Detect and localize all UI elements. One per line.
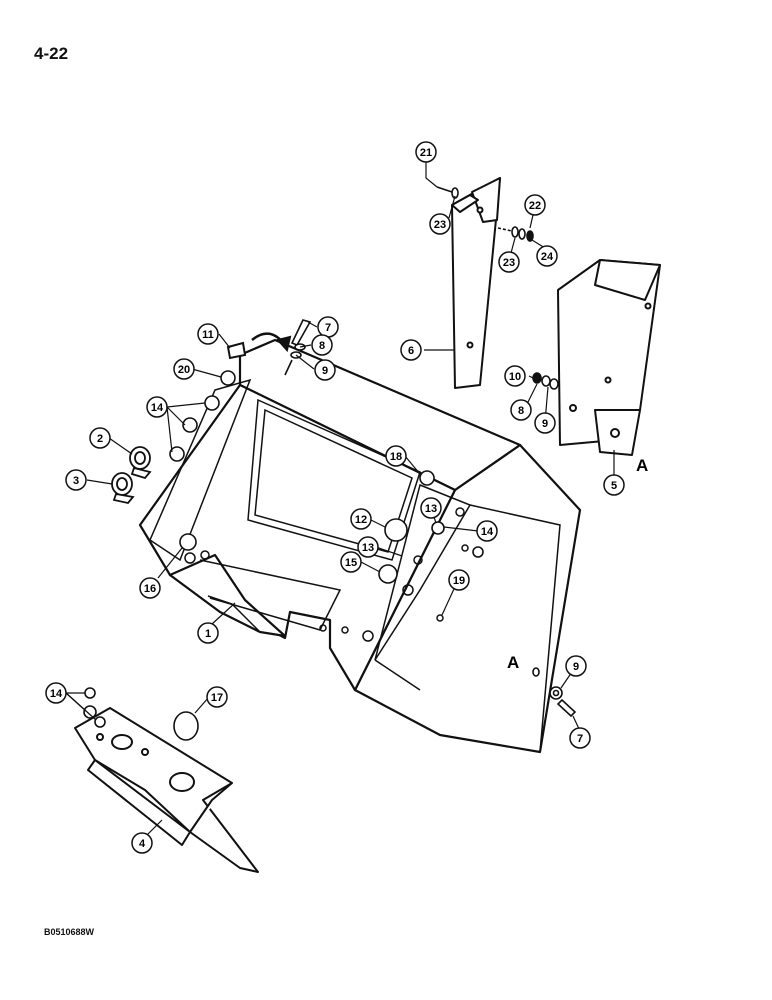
callout-5: 5 <box>611 480 617 492</box>
callout-22: 22 <box>529 200 541 212</box>
callout-circles <box>45 141 625 854</box>
reference-letter-a-bracket: A <box>636 456 648 475</box>
callout-20: 20 <box>178 364 190 376</box>
callout-8-top: 8 <box>319 340 325 352</box>
callout-13-upper: 13 <box>425 503 437 515</box>
callout-23-upper: 23 <box>434 219 446 231</box>
callout-24: 24 <box>541 251 554 263</box>
figure-code: B0510688W <box>44 927 95 937</box>
callout-6: 6 <box>408 345 414 357</box>
gauges <box>111 446 152 504</box>
bracket-right-hardware <box>532 372 559 390</box>
callout-14-panel-right: 14 <box>481 526 494 538</box>
callout-13-lower: 13 <box>362 542 374 554</box>
callout-1: 1 <box>205 628 211 640</box>
lower-right-hardware <box>532 667 577 718</box>
callout-7-top: 7 <box>325 322 331 334</box>
clip-and-arrow <box>226 332 292 360</box>
bracket-left-hardware <box>436 186 534 242</box>
callout-15: 15 <box>345 557 357 569</box>
bracket-right <box>557 259 661 456</box>
callout-18: 18 <box>390 451 402 463</box>
lower-panel-plugs <box>83 687 199 741</box>
top-bolt <box>284 319 312 376</box>
callout-21: 21 <box>420 147 432 159</box>
callout-9-top: 9 <box>322 365 328 377</box>
callout-9-lower: 9 <box>573 661 579 673</box>
page-number: 4-22 <box>34 44 69 63</box>
callout-19: 19 <box>453 575 465 587</box>
callout-3: 3 <box>73 475 79 487</box>
callout-16: 16 <box>144 583 156 595</box>
instrument-panel-details <box>149 378 561 753</box>
callout-17: 17 <box>211 692 223 704</box>
bracket-left <box>451 177 501 389</box>
callout-10: 10 <box>509 371 521 383</box>
callout-7-lower: 7 <box>577 733 583 745</box>
callout-14-lower-panel: 14 <box>50 688 63 700</box>
callout-2: 2 <box>97 433 103 445</box>
callout-11: 11 <box>202 329 214 341</box>
callout-8-bracket: 8 <box>518 405 524 417</box>
callout-12: 12 <box>355 514 367 526</box>
leader-lines <box>65 161 615 836</box>
callout-4: 4 <box>139 838 146 850</box>
lower-panel <box>74 707 259 873</box>
callout-14-panel-left: 14 <box>151 402 164 414</box>
reference-letter-a-panel: A <box>507 653 519 672</box>
panel-plugs <box>169 370 484 584</box>
callout-labels: 21 23 22 23 24 7 11 8 6 9 20 10 8 9 14 2… <box>50 147 617 850</box>
callout-23-lower: 23 <box>503 257 515 269</box>
callout-9-bracket: 9 <box>542 418 548 430</box>
